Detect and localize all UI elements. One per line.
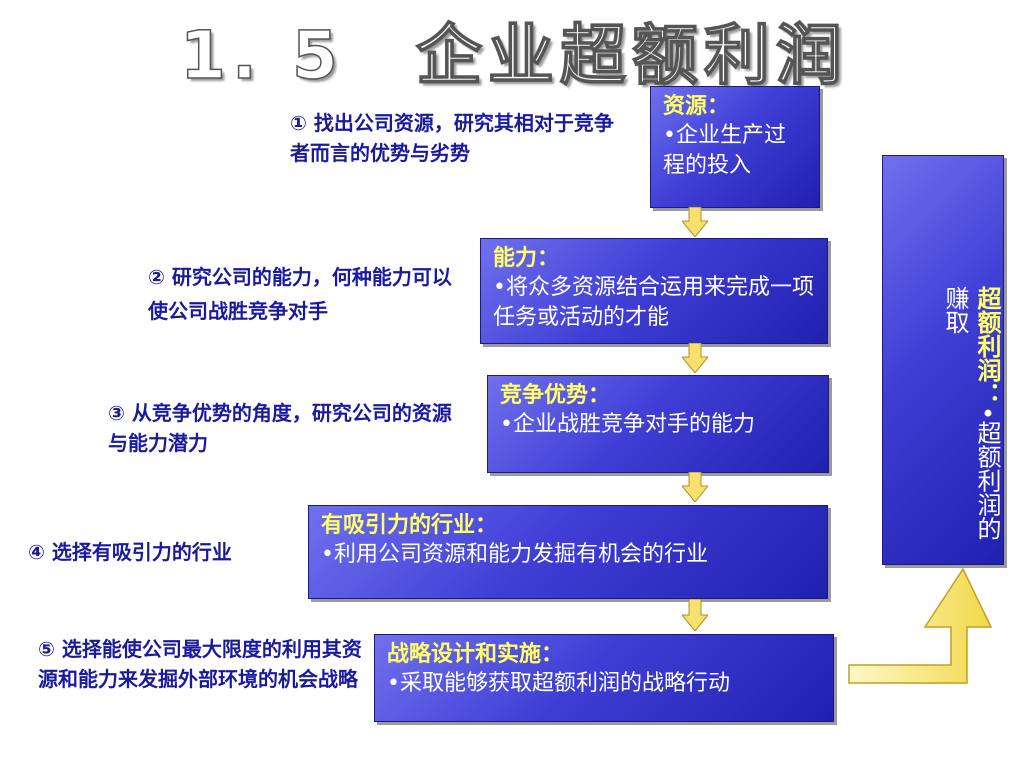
step-3-heading: 竞争优势： [500, 383, 611, 408]
step-1-note: ① 找出公司资源，研究其相对于竞争者而言的优势与劣势 [290, 111, 614, 165]
step-2-body: •将众多资源结合运用来完成一项任务或活动的才能 [493, 275, 814, 330]
step-3-body: •企业战胜竞争对手的能力 [500, 412, 755, 437]
step-4-note: ④ 选择有吸引力的行业 [28, 540, 232, 564]
bent-arrow-icon [848, 567, 993, 684]
step-4-body: •利用公司资源和能力发掘有机会的行业 [321, 542, 708, 567]
step-1-heading: 资源： [663, 94, 730, 119]
step-5-body: •采取能够获取超额利润的战略行动 [387, 671, 730, 696]
step-5-heading: 战略设计和实施： [387, 642, 564, 667]
down-arrow-icon [682, 207, 708, 237]
excess-profit-box: 超额利润：•超额利润的赚取 [882, 155, 1004, 565]
excess-profit-body: 超额利润的赚取 [941, 286, 1001, 541]
excess-profit-heading: 超额利润： [973, 286, 1001, 406]
down-arrow-icon [682, 599, 708, 631]
step-5-note: ⑤ 选择能使公司最大限度的利用其资源和能力来发掘外部环境的机会战略 [38, 637, 362, 691]
excess-profit-bullet: • [973, 406, 1001, 421]
step-1-box: 资源： •企业生产过程的投入 [650, 86, 820, 208]
down-arrow-icon [682, 472, 708, 502]
excess-profit-text: 超额利润：•超额利润的赚取 [883, 286, 1003, 564]
down-arrow-icon [682, 343, 708, 373]
step-4-box: 有吸引力的行业： •利用公司资源和能力发掘有机会的行业 [308, 505, 828, 599]
step-4-heading: 有吸引力的行业： [321, 513, 498, 538]
step-3-note: ③ 从竞争优势的角度，研究公司的资源与能力潜力 [108, 401, 452, 455]
step-3-box: 竞争优势： •企业战胜竞争对手的能力 [487, 375, 829, 473]
step-2-note: ② 研究公司的能力，何种能力可以使公司战胜竞争对手 [148, 265, 452, 323]
step-1-body: •企业生产过程的投入 [663, 123, 786, 178]
page-title: 1. 5 企业超额利润 [179, 16, 848, 95]
step-2-heading: 能力： [493, 246, 560, 271]
step-5-box: 战略设计和实施： •采取能够获取超额利润的战略行动 [374, 634, 834, 722]
step-2-box: 能力： •将众多资源结合运用来完成一项任务或活动的才能 [480, 238, 828, 344]
